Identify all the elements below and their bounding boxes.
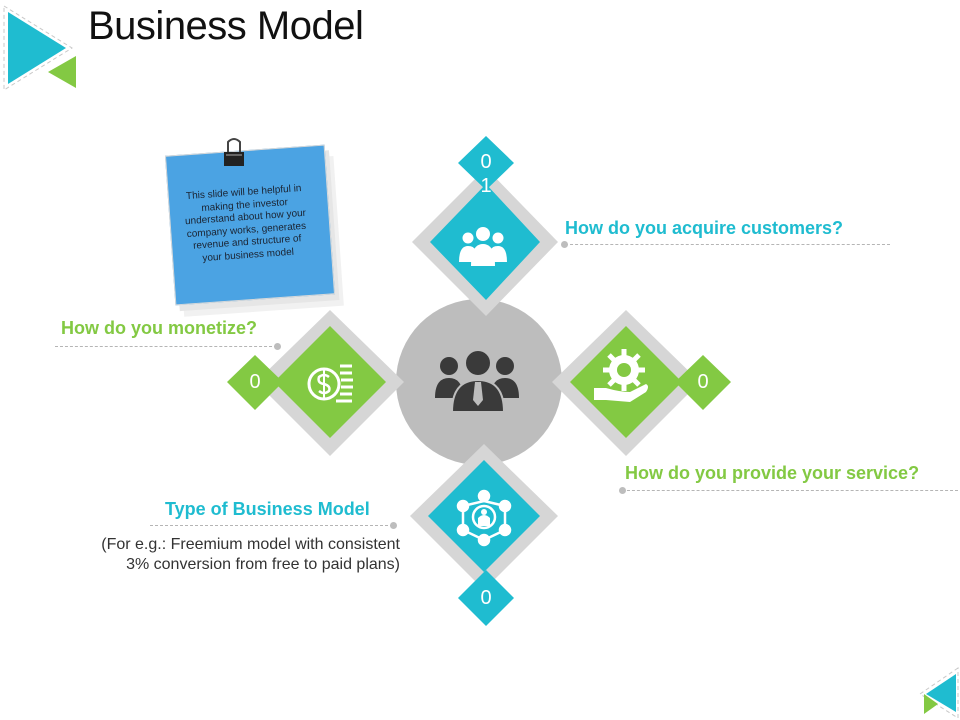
dollar-coins-icon	[307, 364, 353, 403]
binder-clip-icon	[224, 138, 244, 166]
page-title: Business Model	[88, 4, 364, 48]
question-monetize: How do you monetize?	[61, 318, 257, 338]
number-01: 0 1	[466, 150, 506, 198]
users-icon	[459, 227, 507, 266]
business-model-diagram	[227, 136, 731, 626]
number-04-digit-a: 0	[249, 371, 261, 393]
question-model: Type of Business Model	[165, 499, 370, 519]
leader-dot-service	[619, 487, 626, 494]
leader-dot-model	[390, 522, 397, 529]
gear-hand-icon	[594, 349, 648, 402]
leader-line-service	[622, 490, 958, 491]
number-04: 0	[235, 370, 275, 404]
number-01-digit-b: 1	[480, 175, 492, 197]
question-acquire: How do you acquire customers?	[565, 218, 844, 238]
model-description: (For e.g.: Freemium model with consisten…	[101, 536, 400, 573]
number-02: 0	[683, 370, 723, 404]
leader-line-acquire	[565, 244, 890, 245]
leader-line-model	[150, 525, 393, 526]
leader-dot-monetize	[274, 343, 281, 350]
network-icon	[456, 489, 512, 547]
number-02-digit-a: 0	[697, 371, 709, 393]
question-service: How do you provide your service?	[625, 463, 920, 483]
corner-arrow-bottom-right	[919, 667, 959, 719]
number-01-digit-a: 0	[480, 151, 492, 173]
leader-dot-acquire	[561, 241, 568, 248]
number-03-digit-a: 0	[480, 587, 492, 609]
business-team-icon	[435, 349, 519, 413]
corner-arrow-top-left	[3, 5, 76, 91]
leader-line-monetize	[55, 346, 277, 347]
number-03: 0	[466, 586, 506, 620]
